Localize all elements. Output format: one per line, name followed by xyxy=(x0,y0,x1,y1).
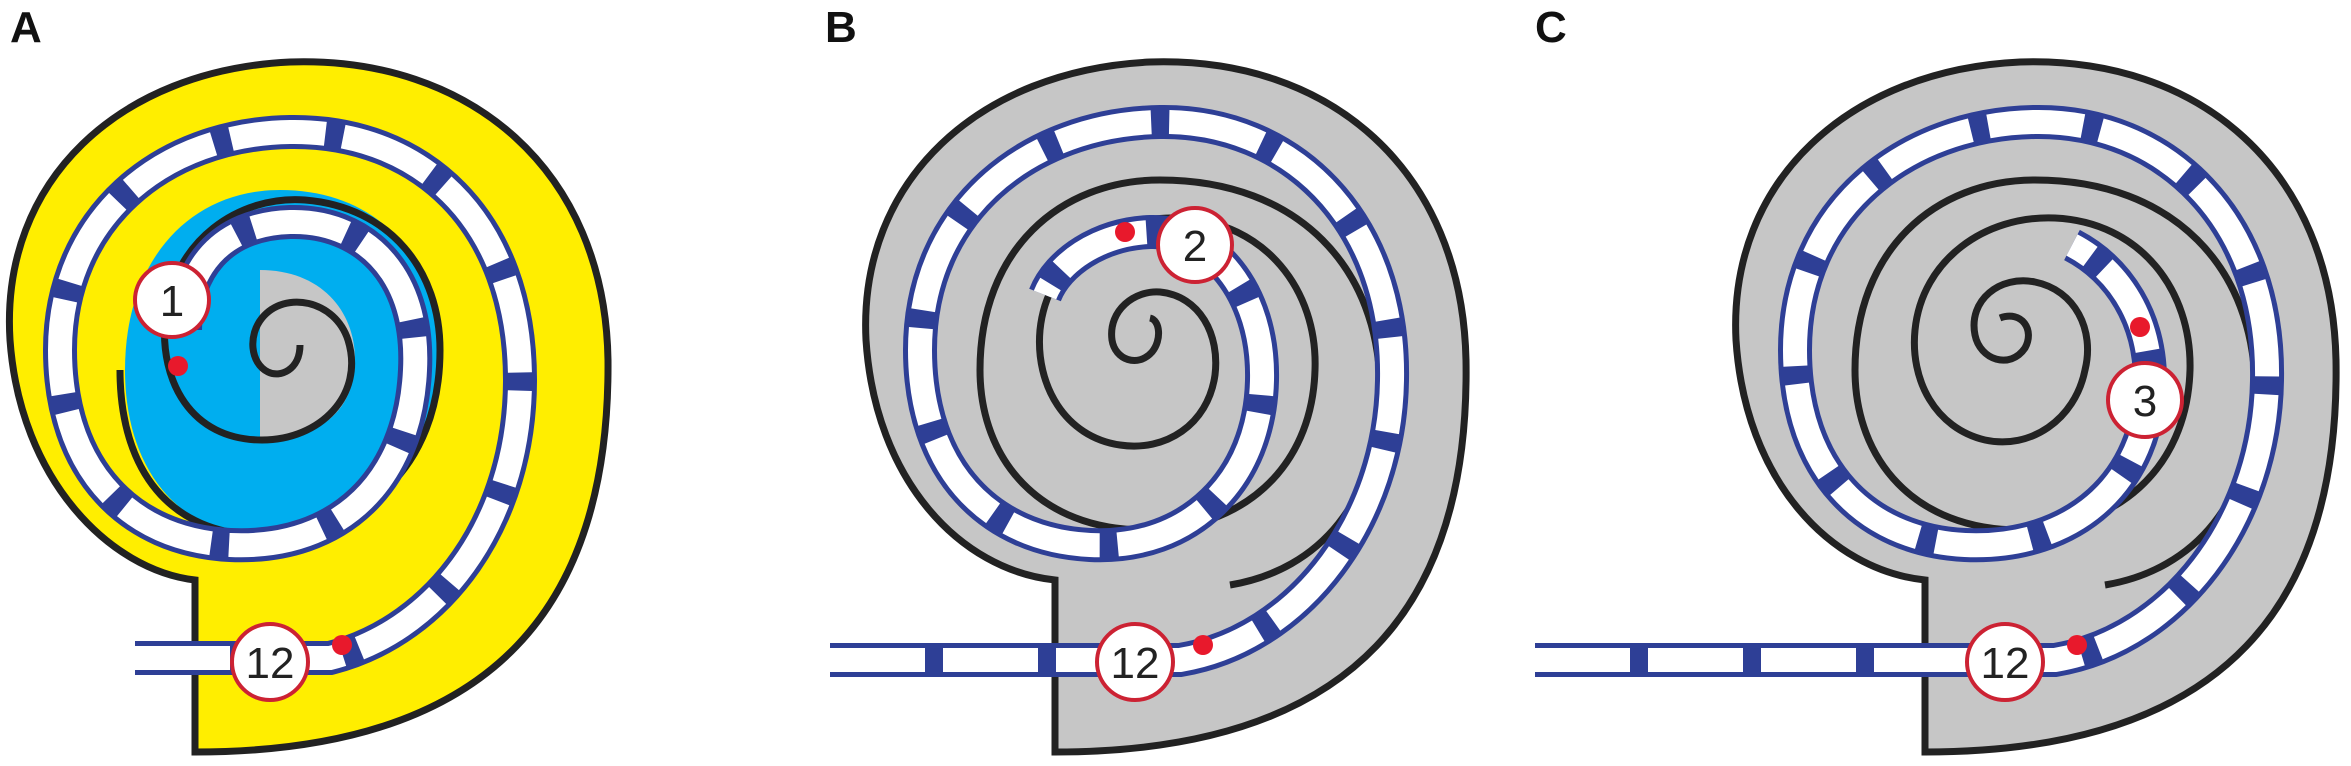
electrode-label-1: 1 xyxy=(133,261,211,339)
electrode-dot xyxy=(332,635,352,655)
panel-letter-b: B xyxy=(825,3,857,52)
svg-text:12: 12 xyxy=(1111,639,1160,688)
electrode-contacts xyxy=(47,119,533,670)
svg-text:12: 12 xyxy=(1981,639,2030,688)
electrode-dot xyxy=(1115,222,1135,242)
electrode-contacts xyxy=(1535,109,2280,672)
electrode-dot xyxy=(2130,317,2150,337)
electrode-label-2: 2 xyxy=(1156,206,1234,284)
panel-a: A 1 12 xyxy=(5,3,612,756)
electrode-dot xyxy=(1193,635,1213,655)
electrode-label-12: 12 xyxy=(230,622,310,702)
electrode-label-3: 3 xyxy=(2106,361,2184,439)
electrode-dot xyxy=(168,356,188,376)
panel-c: C 3 12 xyxy=(1535,3,2340,756)
svg-text:3: 3 xyxy=(2133,377,2157,426)
panel-letter-a: A xyxy=(10,3,42,52)
electrode-contacts xyxy=(830,109,1405,672)
panel-letter-c: C xyxy=(1535,3,1567,52)
svg-text:2: 2 xyxy=(1183,222,1207,271)
electrode-label-12: 12 xyxy=(1095,622,1175,702)
panel-b: B 2 12 xyxy=(825,3,1470,756)
svg-text:1: 1 xyxy=(160,277,184,326)
electrode-label-12: 12 xyxy=(1965,622,2045,702)
spiral-wall xyxy=(976,176,1384,589)
electrode-dot xyxy=(2067,635,2087,655)
spiral-wall xyxy=(1851,176,2259,589)
svg-text:12: 12 xyxy=(246,639,295,688)
